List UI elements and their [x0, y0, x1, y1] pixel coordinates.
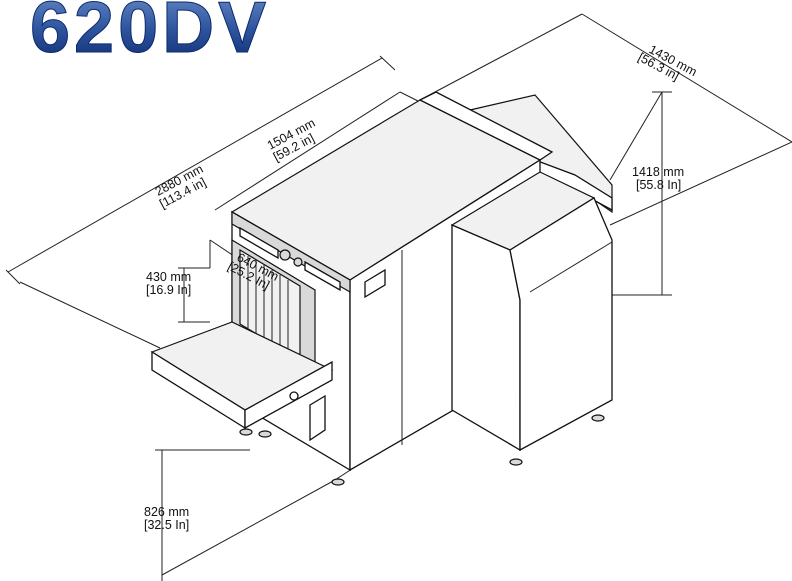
height-in: [55.8 In]: [636, 178, 681, 192]
conveyor-height-in: [32.5 In]: [144, 518, 189, 532]
tunnel-height-mm: 430 mm: [146, 270, 191, 284]
model-title: 620DV: [30, 0, 270, 68]
height-mm: 1418 mm: [632, 165, 684, 179]
scanner-feet: [239, 414, 605, 486]
scanner-body: [150, 91, 613, 486]
tunnel-height-in: [16.9 In]: [146, 283, 191, 297]
conveyor-height-mm: 826 mm: [144, 505, 189, 519]
